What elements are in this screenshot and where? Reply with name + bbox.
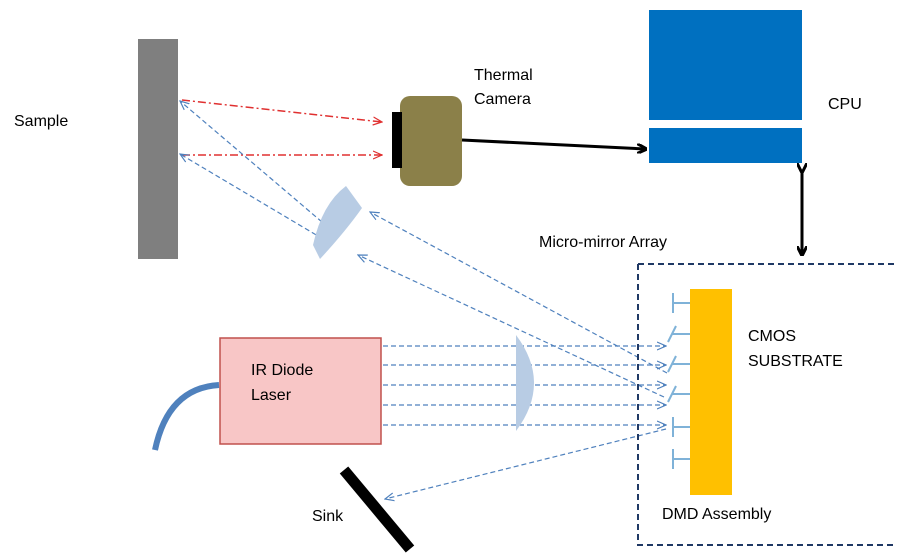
thermal-camera-lens	[392, 112, 402, 168]
focusing-mirror	[313, 186, 362, 259]
cmos-label-line1: CMOS	[748, 328, 796, 345]
thermal-camera-label-line2: Camera	[474, 91, 531, 108]
dmd-to-mirror-beam-lower	[358, 255, 665, 398]
laser-label-line1: IR Diode	[251, 362, 313, 379]
dmd-to-sink-beam	[385, 428, 667, 499]
sample-label: Sample	[14, 113, 68, 130]
illumination-beam-lower	[180, 154, 324, 240]
micro-mirror-array-label: Micro-mirror Array	[539, 234, 667, 251]
dmd-assembly-label: DMD Assembly	[662, 506, 771, 523]
sample-plate	[138, 39, 178, 259]
thermal-camera-body	[400, 96, 462, 186]
laser-label-line2: Laser	[251, 387, 292, 404]
beam-sink	[339, 466, 415, 553]
camera-to-cpu-arrow	[461, 138, 645, 149]
cmos-substrate	[690, 289, 732, 495]
cmos-label-line2: SUBSTRATE	[748, 353, 843, 370]
cpu-label: CPU	[828, 96, 862, 113]
micro-mirror-array	[667, 293, 690, 469]
collimating-lens	[516, 335, 534, 431]
cpu-monitor	[649, 10, 802, 120]
dmd-assembly-box	[637, 263, 897, 546]
ir-diode-laser	[219, 337, 382, 445]
cpu-base	[649, 128, 802, 163]
thermal-camera-label-line1: Thermal	[474, 67, 533, 84]
thermal-beam-upper	[181, 99, 382, 122]
laser-fiber-cable	[152, 382, 220, 451]
illumination-beam-upper	[180, 101, 323, 223]
laser-beams	[383, 346, 666, 425]
sink-label: Sink	[312, 508, 344, 525]
